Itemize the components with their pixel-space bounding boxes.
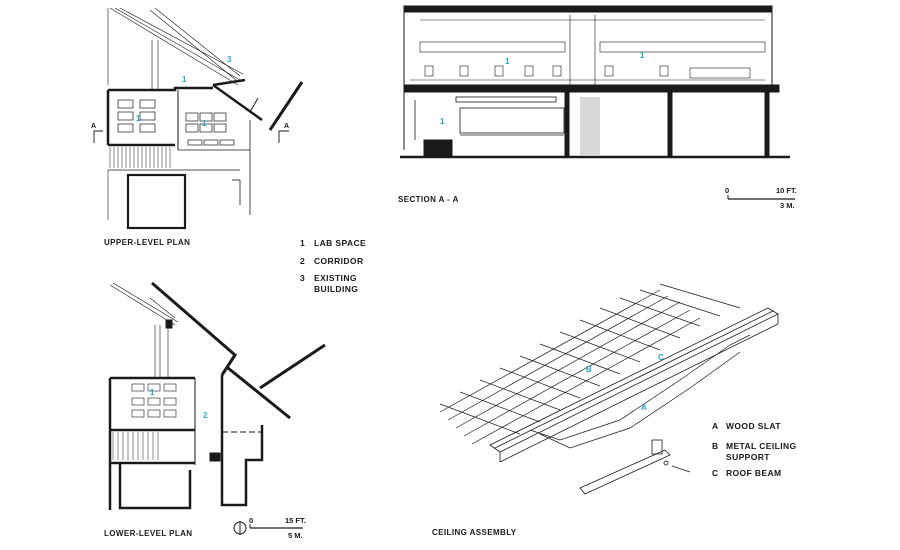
marker-two-lower: 2 xyxy=(203,411,208,420)
lower-plan-title: LOWER-LEVEL PLAN xyxy=(104,529,193,538)
legend-text: LAB SPACE xyxy=(314,238,367,248)
legend-key: A xyxy=(712,421,719,431)
legend-item-roof-beam: C ROOF BEAM xyxy=(712,465,806,483)
plan-scale-zero: 0 xyxy=(249,516,254,525)
plan-scale-imperial: 15 FT. xyxy=(285,516,306,525)
legend-key: 2 xyxy=(300,255,306,266)
marker-one-section-b: 1 xyxy=(640,51,645,60)
legend-key: B xyxy=(712,440,719,451)
legend-text: ROOF BEAM xyxy=(726,467,782,478)
marker-one-section-a: 1 xyxy=(505,57,510,66)
section-scale-bar xyxy=(727,195,795,200)
north-arrow xyxy=(233,521,247,535)
marker-one-upper-b: 1 xyxy=(136,114,141,123)
section-cut-right: A xyxy=(284,123,289,130)
plan-legend: 1 LAB SPACE 2 CORRIDOR 3 EXISTING BUILDI… xyxy=(300,235,376,295)
section-title: SECTION A - A xyxy=(398,195,459,204)
legend-item-metal-ceiling-support: B METAL CEILING SUPPORT xyxy=(712,438,806,463)
legend-text: WOOD SLAT xyxy=(726,421,781,431)
marker-one-lower: 1 xyxy=(150,388,155,397)
section-scale-zero: 0 xyxy=(725,186,730,195)
upper-level-plan xyxy=(93,7,304,230)
marker-c-ceiling: C xyxy=(658,353,664,362)
ceiling-title: CEILING ASSEMBLY xyxy=(432,528,517,537)
section-scale-imperial: 10 FT. xyxy=(776,186,797,195)
legend-text: METAL CEILING SUPPORT xyxy=(726,440,797,462)
marker-one-upper-c: 1 xyxy=(202,119,207,128)
legend-text: CORRIDOR xyxy=(314,255,364,266)
section-a-a xyxy=(400,5,790,159)
marker-three-upper: 3 xyxy=(227,55,232,64)
marker-one-section-c: 1 xyxy=(440,117,445,126)
legend-item-corridor: 2 CORRIDOR xyxy=(300,253,376,271)
section-scale-metric: 3 M. xyxy=(780,201,795,210)
upper-plan-title: UPPER-LEVEL PLAN xyxy=(104,238,191,247)
ceiling-legend: A WOOD SLAT B METAL CEILING SUPPORT C RO… xyxy=(712,418,806,482)
legend-item-existing-building: 3 EXISTING BUILDING xyxy=(300,270,376,295)
plan-scale-metric: 5 M. xyxy=(288,531,303,540)
legend-key: C xyxy=(712,467,719,478)
marker-a-ceiling: A xyxy=(641,403,647,412)
legend-item-lab-space: 1 LAB SPACE xyxy=(300,235,376,253)
marker-one-upper-a: 1 xyxy=(182,75,187,84)
legend-item-wood-slat: A WOOD SLAT xyxy=(712,418,806,436)
legend-key: 1 xyxy=(300,238,306,248)
lower-level-plan xyxy=(108,281,326,510)
plan-scale-bar xyxy=(249,524,303,529)
marker-b-ceiling: B xyxy=(586,365,592,374)
legend-text: EXISTING BUILDING xyxy=(314,273,359,294)
legend-key: 3 xyxy=(300,273,306,283)
section-cut-left: A xyxy=(91,123,96,130)
ceiling-assembly xyxy=(439,283,779,495)
